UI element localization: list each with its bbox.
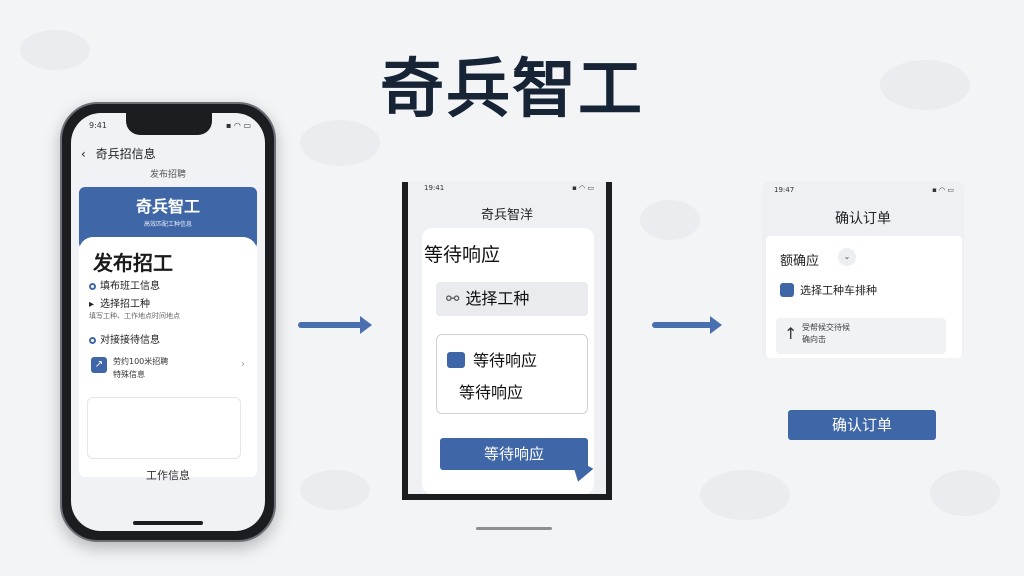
phone-screen: 19:41 ▪ ◠ ▭ 奇兵智洋 等待响应 ⚯选择工种 等待响应 等待响应 等待…: [408, 182, 606, 494]
screen-heading: 额确应: [780, 254, 820, 269]
bg-blob: [930, 470, 1000, 516]
nav-subtitle: 发布招聘: [149, 170, 186, 180]
select-trade-field[interactable]: ⚯选择工种: [436, 282, 588, 316]
hint-text: 填写工种、工作地点时间地点: [89, 312, 180, 320]
brand-subtitle: 高效匹配工种信息: [143, 221, 192, 228]
arrow-up-icon: ↑: [784, 324, 798, 343]
status-icons: ▪ ◠ ▭: [225, 121, 251, 130]
bus-icon: [447, 352, 465, 368]
phone-mockup-2: 19:41 ▪ ◠ ▭ 奇兵智洋 等待响应 ⚯选择工种 等待响应 等待响应 等待…: [402, 182, 612, 500]
nav-bar: ‹ 奇兵招信息: [81, 145, 156, 162]
option-line2: 等待响应: [459, 383, 524, 402]
arrow-right-icon: [298, 316, 372, 334]
status-icons: ▪ ◠ ▭: [572, 184, 594, 192]
phone-screen: 9:41 ▪ ◠ ▭ ‹ 奇兵招信息 发布招聘 奇兵智工 高效匹配工种信息 发布…: [71, 113, 265, 531]
screen-title: 确认订单: [835, 211, 891, 227]
bg-blob: [20, 30, 90, 70]
screen-title: 奇兵智洋: [480, 208, 533, 223]
list-item[interactable]: 对接接待信息: [89, 331, 160, 346]
radio-icon: [89, 336, 96, 344]
page-title: 奇兵智工: [380, 53, 644, 127]
bullet-icon: ▸: [89, 299, 95, 310]
list-item[interactable]: 填布班工信息: [89, 277, 160, 292]
list-item[interactable]: ▸选择招工种: [89, 299, 151, 310]
phone-mockup-3: 19:47 ▪ ◠ ▭ 确认订单 额确应 ⌄ 选择工种车排种 ↑ 受帮候交待候 …: [762, 182, 964, 358]
link-icon: [780, 283, 794, 297]
radio-icon: [89, 282, 96, 290]
bg-blob: [700, 470, 790, 520]
bg-blob: [300, 120, 380, 166]
screen-heading: 等待响应: [424, 244, 501, 266]
status-time: 19:41: [424, 184, 445, 192]
brand-title: 奇兵智工: [135, 197, 200, 216]
arrow-right-icon: [652, 316, 722, 334]
info-text: 受帮候交待候 确向击: [802, 323, 850, 344]
status-time: 19:47: [774, 186, 795, 194]
chevron-down-icon[interactable]: ⌄: [838, 248, 856, 266]
back-icon[interactable]: ‹: [81, 147, 86, 161]
entry-text: 劳约100米招聘 特殊信息: [113, 357, 169, 379]
bg-blob: [880, 60, 970, 110]
chevron-right-icon: ›: [241, 359, 245, 370]
option-line1: 等待响应: [473, 351, 538, 370]
bg-blob: [640, 200, 700, 240]
option-card[interactable]: 等待响应 等待响应: [436, 334, 588, 414]
home-indicator: [133, 521, 203, 525]
status-icons: ▪ ◠ ▭: [932, 186, 954, 194]
form-heading: 发布招工: [93, 251, 173, 275]
wait-response-button[interactable]: 等待响应: [440, 438, 588, 470]
link-icon: ⚯: [446, 289, 460, 308]
bg-blob: [300, 470, 370, 510]
form-panel: 发布招工 填布班工信息 ▸选择招工种 填写工种、工作地点时间地点 对接接待信息 …: [79, 237, 257, 482]
footer-label: 工作信息: [146, 469, 190, 482]
link-icon: ↗: [91, 357, 107, 373]
info-box: ↑ 受帮候交待候 确向击: [776, 318, 946, 354]
phone-notch: [126, 113, 212, 135]
text-area[interactable]: [87, 397, 241, 459]
home-indicator: [476, 527, 552, 530]
status-time: 9:41: [89, 121, 107, 130]
nav-title: 奇兵招信息: [95, 147, 156, 161]
trade-row[interactable]: 选择工种车排种: [780, 282, 877, 298]
entry-row[interactable]: ↗ 劳约100米招聘 特殊信息 ›: [89, 353, 249, 389]
phone-mockup-1: 9:41 ▪ ◠ ▭ ‹ 奇兵招信息 发布招聘 奇兵智工 高效匹配工种信息 发布…: [60, 102, 276, 542]
confirm-order-button[interactable]: 确认订单: [788, 410, 936, 440]
